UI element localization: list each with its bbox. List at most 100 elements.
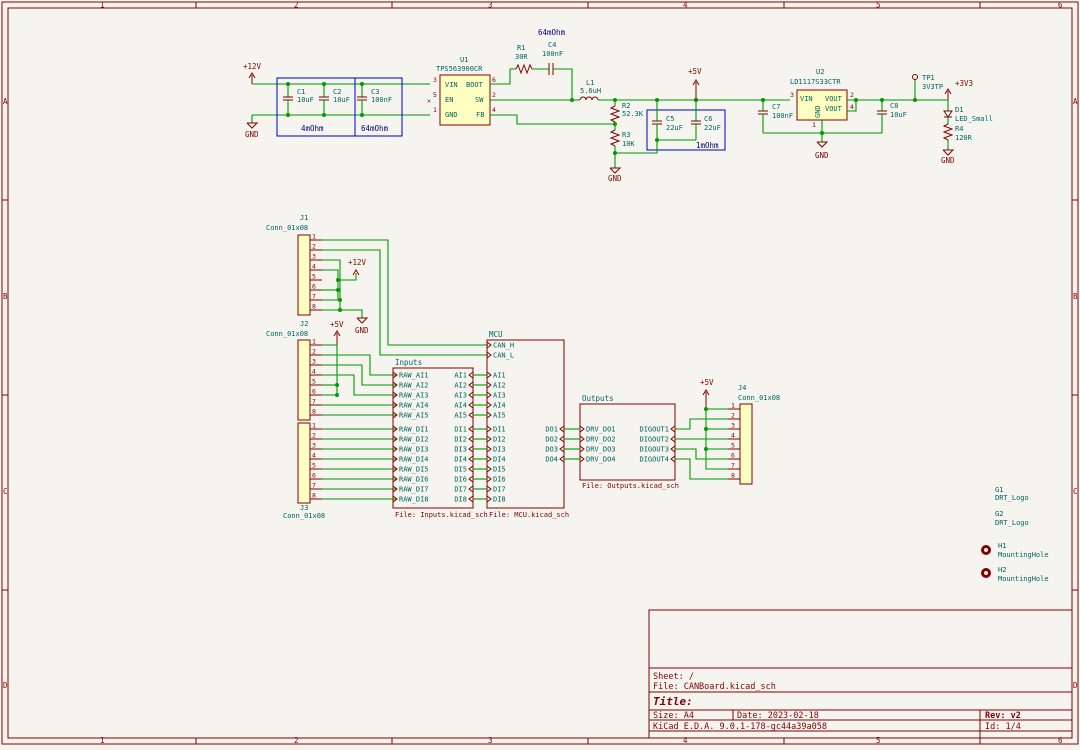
j2-pin-number: 1 bbox=[312, 338, 316, 346]
capacitor-c8[interactable]: C8 10uF bbox=[877, 100, 907, 133]
j2-pin-number: 8 bbox=[312, 408, 316, 416]
connector-j1[interactable]: J1 Conn_01x08 bbox=[266, 214, 311, 316]
mcu-left-pin-label: AI5 bbox=[493, 412, 506, 420]
svg-text:4: 4 bbox=[492, 106, 496, 114]
inputs-left-pin-marker[interactable] bbox=[392, 435, 398, 443]
mcu-can-pin-marker[interactable] bbox=[486, 341, 492, 349]
svg-text:10K: 10K bbox=[622, 140, 635, 148]
svg-text:Conn_01x08: Conn_01x08 bbox=[283, 512, 325, 520]
plus3v3-power-symbol[interactable]: +3V3 bbox=[944, 79, 973, 100]
col-label-5-top: 5 bbox=[876, 1, 881, 10]
row-label-c-left: C bbox=[3, 487, 8, 496]
mcu-left-pin-label: DI7 bbox=[493, 486, 506, 494]
inputs-right-pin-label: DI1 bbox=[454, 426, 467, 434]
inputs-left-pin-marker[interactable] bbox=[392, 391, 398, 399]
sheet-inputs[interactable]: Inputs File: Inputs.kicad_sch RAW_AI1RAW… bbox=[392, 358, 488, 519]
capacitor-c5[interactable]: C5 22uF bbox=[652, 100, 683, 140]
svg-text:J1: J1 bbox=[300, 214, 308, 222]
inputs-left-pin-marker[interactable] bbox=[392, 445, 398, 453]
row-label-b-left: B bbox=[3, 292, 8, 301]
inputs-left-pin-marker[interactable] bbox=[392, 401, 398, 409]
resistor-r2[interactable]: R2 52.3K bbox=[609, 102, 644, 123]
svg-text:100nF: 100nF bbox=[542, 50, 563, 58]
inputs-left-pin-marker[interactable] bbox=[392, 465, 398, 473]
svg-text:+3V3: +3V3 bbox=[955, 79, 973, 88]
mcu-left-pin-label: DI8 bbox=[493, 496, 506, 504]
plus5v-symbol-j2[interactable]: +5V bbox=[330, 320, 344, 345]
mounting-hole-h2[interactable]: H2 MountingHole bbox=[981, 566, 1049, 583]
gnd-symbol-j1[interactable]: GND bbox=[355, 317, 369, 335]
inputs-left-pin-marker[interactable] bbox=[392, 411, 398, 419]
logo-g2[interactable]: G2 DRT_Logo bbox=[995, 510, 1029, 527]
inductor-l1[interactable]: L1 5.6uH bbox=[579, 79, 601, 101]
mcu-left-pin-label: DI3 bbox=[493, 446, 506, 454]
capacitor-c2[interactable]: C2 10uF bbox=[319, 84, 350, 115]
plus5v-power-symbol-top[interactable]: +5V bbox=[688, 67, 702, 100]
sheet-mcu-file: File: MCU.kicad_sch bbox=[489, 511, 569, 519]
capacitor-c6[interactable]: C6 22uF bbox=[691, 100, 721, 140]
inputs-left-pin-marker[interactable] bbox=[392, 381, 398, 389]
led-d1[interactable]: D1 LED_Small bbox=[943, 100, 993, 123]
j1-pin-number: 1 bbox=[312, 233, 316, 241]
resistor-r1[interactable]: R1 30R bbox=[515, 44, 533, 75]
resistor-r4[interactable]: R4 120R bbox=[942, 123, 973, 142]
svg-text:U1: U1 bbox=[460, 56, 468, 64]
plus5v-symbol-j4[interactable]: +5V bbox=[700, 378, 714, 409]
plus12v-power-symbol[interactable]: +12V bbox=[243, 62, 262, 84]
sheet-mcu-name: MCU bbox=[489, 330, 503, 339]
svg-text:TPS563900CR: TPS563900CR bbox=[436, 65, 483, 73]
svg-text:DRT_Logo: DRT_Logo bbox=[995, 519, 1029, 527]
mcu-can-pin-marker[interactable] bbox=[486, 351, 492, 359]
col-label-2-bottom: 2 bbox=[294, 736, 299, 745]
inputs-left-pin-marker[interactable] bbox=[392, 455, 398, 463]
inputs-left-pin-marker[interactable] bbox=[392, 371, 398, 379]
inputs-left-pin-label: RAW_DI8 bbox=[399, 496, 429, 504]
row-label-a-right: A bbox=[1073, 97, 1078, 106]
inputs-left-pin-marker[interactable] bbox=[392, 425, 398, 433]
svg-text:C7: C7 bbox=[772, 103, 780, 111]
svg-text:R4: R4 bbox=[955, 125, 963, 133]
plus12v-symbol-j1[interactable]: +12V bbox=[348, 258, 367, 276]
mounting-hole-h1[interactable]: H1 MountingHole bbox=[981, 542, 1049, 559]
j4-pin-number: 2 bbox=[731, 412, 735, 420]
capacitor-c3[interactable]: C3 100nF bbox=[357, 84, 392, 115]
logo-g1[interactable]: G1 DRT_Logo bbox=[995, 486, 1029, 502]
capacitor-c7[interactable]: C7 100nF bbox=[758, 100, 793, 133]
sheet-inputs-left-pins: RAW_AI1RAW_AI2RAW_AI3RAW_AI4RAW_AI5RAW_D… bbox=[392, 371, 429, 504]
capacitor-c4[interactable]: C4 100nF bbox=[542, 41, 563, 75]
inputs-left-pin-label: RAW_AI3 bbox=[399, 392, 429, 400]
regulator-u2[interactable]: U2 LD1117S33CTR VIN VOUT VOUT GND 3 1 2 … bbox=[790, 68, 854, 129]
j1-pin-number: 3 bbox=[312, 253, 316, 261]
regulator-u1[interactable]: U1 TPS563900CR VIN EN GND BOOT SW FB 3 5… bbox=[433, 56, 496, 126]
mcu-left-pin-label: AI3 bbox=[493, 392, 506, 400]
connector-j4[interactable]: J4 Conn_01x08 bbox=[738, 384, 780, 485]
svg-text:1: 1 bbox=[812, 121, 816, 129]
mcu-right-pin-label: DO4 bbox=[545, 456, 558, 464]
connector-j3[interactable]: J3 Conn_01x08 bbox=[283, 422, 325, 520]
sheet-outputs[interactable]: Outputs File: Outputs.kicad_sch DRV_DO1D… bbox=[579, 394, 679, 490]
connector-j2[interactable]: J2 Conn_01x08 bbox=[266, 320, 311, 421]
j1-pin-number: 4 bbox=[312, 263, 316, 271]
gnd-symbol-led[interactable]: GND bbox=[941, 149, 955, 165]
svg-text:5.6uH: 5.6uH bbox=[580, 87, 601, 95]
testpoint-tp1[interactable]: TP1 3V3TP bbox=[912, 74, 944, 100]
svg-text:52.3K: 52.3K bbox=[622, 110, 644, 118]
svg-text:R2: R2 bbox=[622, 102, 630, 110]
inputs-left-pin-marker[interactable] bbox=[392, 485, 398, 493]
svg-text:J3: J3 bbox=[300, 504, 308, 512]
svg-text:10uF: 10uF bbox=[890, 111, 907, 119]
inputs-left-pin-marker[interactable] bbox=[392, 475, 398, 483]
title-block-file: File: CANBoard.kicad_sch bbox=[653, 682, 776, 692]
gnd-symbol-ldo[interactable]: GND bbox=[815, 141, 829, 160]
capacitor-c1[interactable]: C1 10uF bbox=[283, 84, 314, 115]
inputs-left-pin-marker[interactable] bbox=[392, 495, 398, 503]
gnd-symbol-buck[interactable]: GND bbox=[608, 167, 622, 183]
esr-box-1mohm bbox=[646, 109, 726, 151]
gnd-symbol-input[interactable]: GND bbox=[245, 122, 259, 139]
resistor-r3[interactable]: R3 10K bbox=[609, 129, 635, 148]
mcu-can-pin-label: CAN_H bbox=[493, 342, 514, 350]
